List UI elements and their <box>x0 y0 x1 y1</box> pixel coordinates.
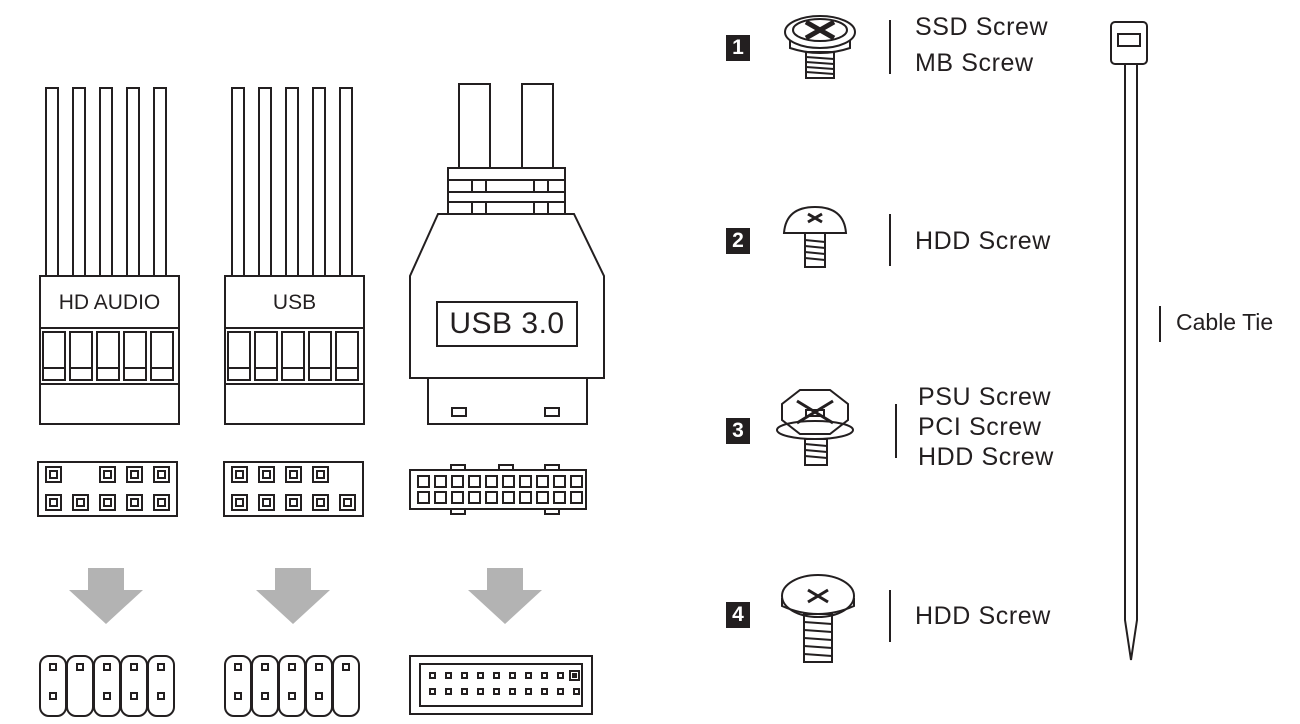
screw-3-name-3: HDD Screw <box>918 443 1054 471</box>
screw-3-name-2: PCI Screw <box>918 413 1042 441</box>
usb-header <box>224 655 360 717</box>
usb3-cable-left <box>458 83 491 169</box>
usb3-label: USB 3.0 <box>449 307 565 340</box>
usb3-header <box>409 655 593 715</box>
screw-2-number: 2 <box>726 228 750 254</box>
usb3-cable-right <box>521 83 554 169</box>
usb3-pin-footprint <box>409 464 587 515</box>
usb-arrow <box>256 568 330 624</box>
hd-audio-arrow <box>69 568 143 624</box>
cable-tie-icon <box>1110 21 1148 661</box>
hd-audio-label: HD AUDIO <box>58 291 161 314</box>
hd-audio-wires <box>45 87 167 277</box>
hd-audio-pin-footprint <box>37 461 178 517</box>
hd-audio-housing <box>39 275 180 425</box>
usb-housing <box>224 275 365 425</box>
usb3-label-frame <box>436 301 578 347</box>
hd-audio-connector <box>37 87 180 717</box>
screw-1-icon <box>784 15 856 79</box>
screw-3-name-1: PSU Screw <box>918 383 1052 411</box>
screw-1-name-1: SSD Screw <box>915 13 1049 41</box>
usb-contacts <box>227 331 359 381</box>
screw-2-icon <box>782 205 848 268</box>
cable-tie-label: Cable Tie <box>1176 309 1274 335</box>
usb-label: USB <box>272 291 317 314</box>
usb3-connector <box>409 83 605 715</box>
usb-pin-footprint <box>223 461 364 517</box>
usb3-housing <box>409 213 605 379</box>
usb3-tip <box>427 377 588 425</box>
screw-2-name-1: HDD Screw <box>915 227 1051 255</box>
screw-4-number: 4 <box>726 602 750 628</box>
screw-4-icon <box>781 574 855 663</box>
screw-3-icon <box>776 389 854 466</box>
usb-wires <box>231 87 353 277</box>
hd-audio-contacts <box>42 331 174 381</box>
usb3-arrow <box>468 568 542 624</box>
screw-3-number: 3 <box>726 418 750 444</box>
hd-audio-header <box>39 655 175 717</box>
screw-4-name-1: HDD Screw <box>915 602 1051 630</box>
usb-connector <box>223 87 365 717</box>
screw-1-number: 1 <box>726 35 750 61</box>
screw-1-name-2: MB Screw <box>915 49 1034 77</box>
